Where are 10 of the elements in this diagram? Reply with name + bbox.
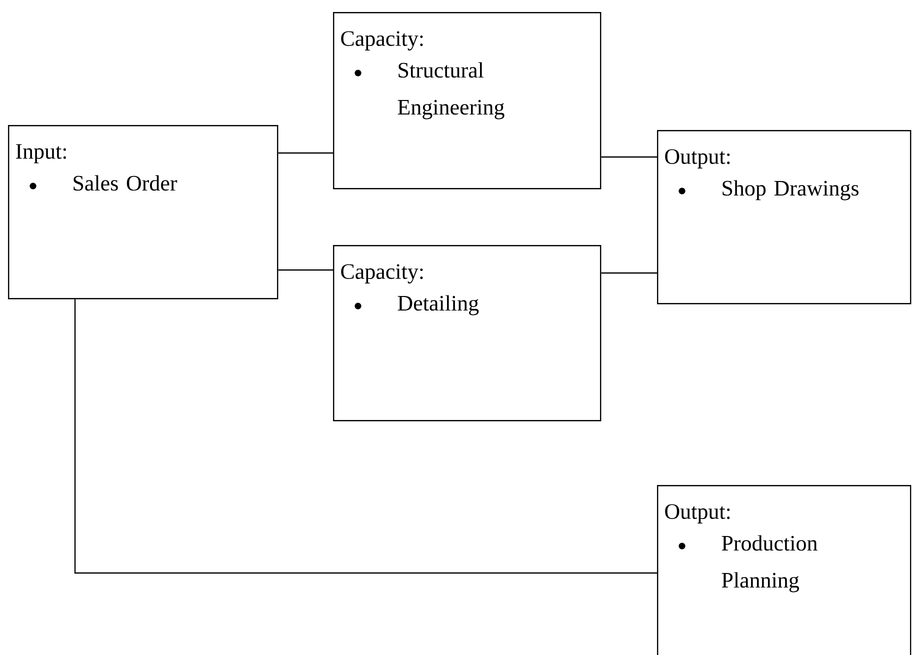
process-box: Output: Shop Drawings [657,130,912,304]
process-box: Capacity: Structural Engineering [333,12,602,190]
process-box: Capacity: Detailing [333,245,602,422]
process-box: Output: Production Planning [657,485,912,655]
connector-line [278,152,333,154]
process-box: Input: Sales Order [8,125,278,300]
connector-line [601,156,657,158]
connector-line [278,269,333,271]
connector-line [601,272,657,274]
connector-line [74,299,657,574]
